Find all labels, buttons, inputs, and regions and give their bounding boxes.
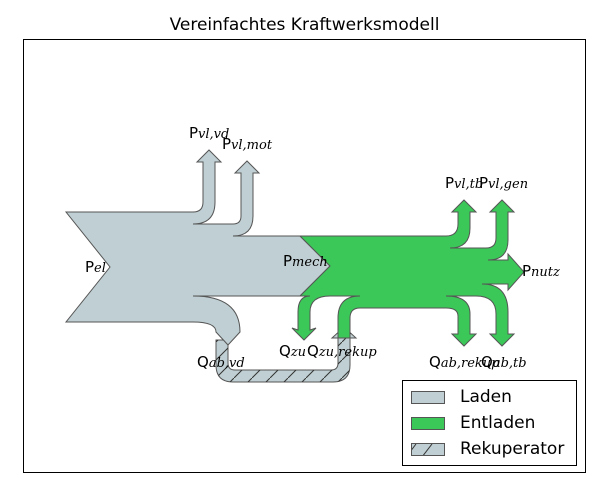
label-p-nutz: Pnutz (522, 262, 560, 280)
legend-item-rekuperator: Rekuperator (411, 439, 564, 459)
legend-swatch-laden (411, 390, 445, 404)
plot-frame (23, 39, 586, 473)
entladen-flow (291, 199, 525, 347)
legend-swatch-entladen (411, 416, 445, 430)
label-p-mech: Pmech (283, 252, 328, 270)
laden-path (64, 149, 331, 346)
label-q-ab-vd: Qab,vd (197, 353, 245, 371)
legend-label-laden: Laden (460, 387, 512, 407)
laden-flow (64, 149, 331, 346)
label-q-zu-rekup: Qzu,rekup (307, 342, 377, 360)
label-p-vl-vd: Pvl,vd (189, 124, 229, 142)
legend-label-rekuperator: Rekuperator (460, 439, 565, 459)
legend-item-entladen: Entladen (411, 413, 535, 433)
legend-label-entladen: Entladen (460, 413, 536, 433)
label-q-ab-tb: Qab,tb (481, 353, 527, 371)
label-q-zu: Qzu (279, 342, 306, 360)
label-q-ab-rekup: Qab,rekup (429, 353, 500, 371)
legend-item-laden: Laden (411, 387, 512, 407)
legend: Laden Entladen Rekuperator (402, 380, 577, 466)
entladen-path (291, 199, 525, 347)
label-p-vl-tb: Pvl,tb (445, 174, 483, 192)
label-p-el: Pel (85, 258, 106, 276)
legend-swatch-rekuperator (411, 442, 445, 456)
label-p-vl-gen: Pvl,gen (479, 174, 528, 192)
diagram-title: Vereinfachtes Kraftwerksmodell (169, 15, 440, 35)
label-p-vl-mot: Pvl,mot (222, 135, 273, 153)
